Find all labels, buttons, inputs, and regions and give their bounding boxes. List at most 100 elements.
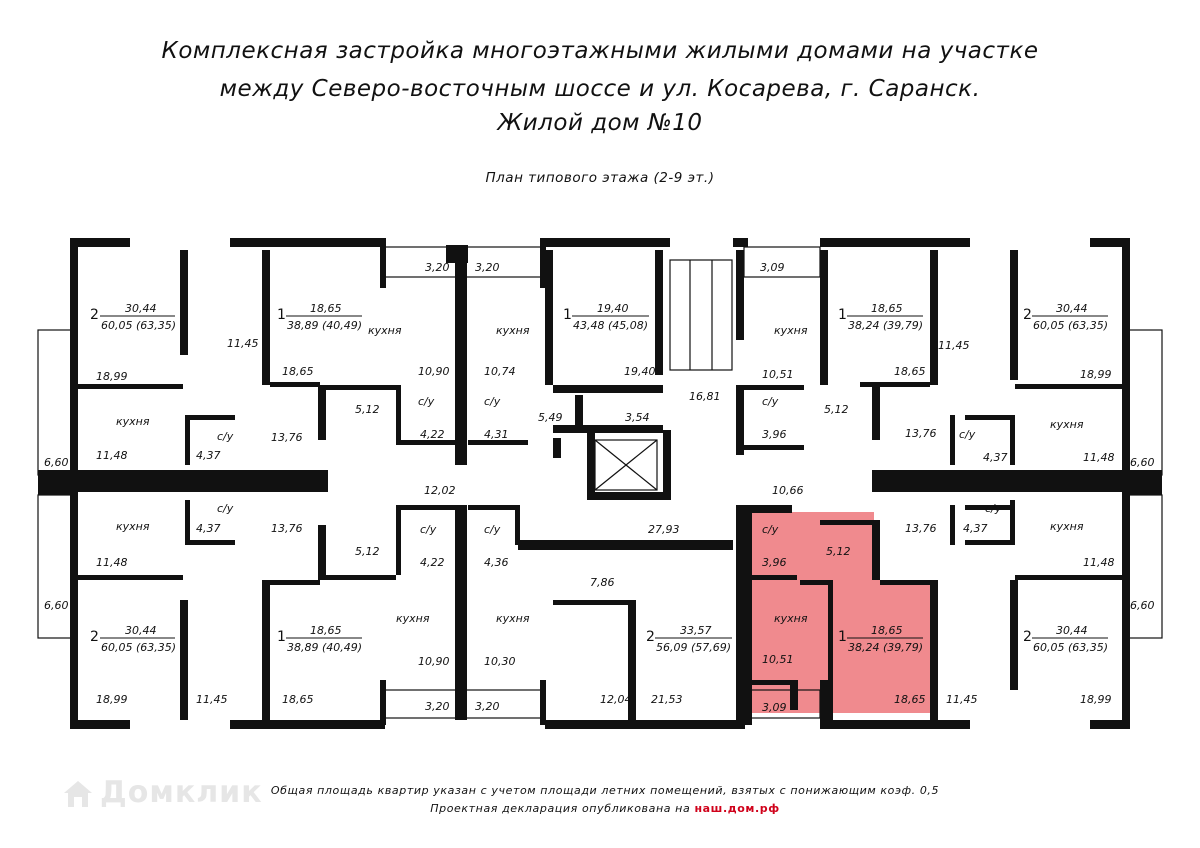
svg-text:3,96: 3,96 (762, 428, 787, 441)
kitchen-label: кухня (496, 324, 530, 337)
svg-text:3,20: 3,20 (475, 261, 500, 274)
svg-text:11,45: 11,45 (938, 339, 970, 352)
svg-text:19,40: 19,40 (624, 365, 656, 378)
kitchen-label: кухня (496, 612, 530, 625)
svg-text:2: 2 (1023, 629, 1032, 645)
footer-note: Общая площадь квартир указан с учетом пл… (270, 784, 940, 797)
svg-text:10,51: 10,51 (762, 653, 794, 666)
svg-text:11,48: 11,48 (96, 556, 128, 569)
bath-label: с/у (762, 523, 779, 536)
apartment-a6: 2 30,44 60,05 (63,35) (90, 624, 176, 654)
svg-text:33,57: 33,57 (680, 624, 712, 637)
svg-text:7,86: 7,86 (590, 576, 615, 589)
svg-text:1: 1 (563, 307, 572, 323)
svg-text:30,44: 30,44 (125, 302, 157, 315)
svg-text:2: 2 (646, 629, 655, 645)
svg-text:1: 1 (277, 307, 286, 323)
apartment-a5: 2 30,44 60,05 (63,35) (1023, 302, 1108, 332)
svg-text:10,51: 10,51 (762, 368, 794, 381)
apartment-a3: 1 19,40 43,48 (45,08) (563, 302, 649, 332)
bath-label: с/у (762, 395, 779, 408)
svg-text:12,02: 12,02 (424, 484, 456, 497)
svg-text:56,09 (57,69): 56,09 (57,69) (656, 641, 731, 654)
svg-text:10,74: 10,74 (484, 365, 516, 378)
kitchen-label: кухня (396, 612, 430, 625)
svg-text:2: 2 (90, 629, 99, 645)
apartment-a1: 2 30,44 60,05 (63,35) (90, 302, 176, 332)
svg-text:5,12: 5,12 (824, 403, 849, 416)
domclick-watermark: Домклик (62, 775, 263, 810)
svg-text:18,65: 18,65 (894, 693, 926, 706)
svg-text:5,12: 5,12 (355, 403, 380, 416)
bath-label: с/у (985, 502, 1002, 515)
svg-text:11,45: 11,45 (227, 337, 259, 350)
svg-text:21,53: 21,53 (651, 693, 683, 706)
title-line-3: Жилой дом №10 (497, 110, 703, 136)
svg-text:1: 1 (277, 629, 286, 645)
bath-label: с/у (217, 502, 234, 515)
svg-text:11,48: 11,48 (1083, 451, 1115, 464)
bath-label: с/у (959, 428, 976, 441)
room-type-labels: кухня кухня кухня кухня кухня кухня кухн… (116, 324, 1084, 625)
bath-label: с/у (418, 395, 435, 408)
svg-text:10,66: 10,66 (772, 484, 804, 497)
svg-text:3,09: 3,09 (762, 701, 787, 714)
svg-text:18,65: 18,65 (871, 624, 903, 637)
svg-text:5,12: 5,12 (826, 545, 851, 558)
svg-text:11,45: 11,45 (946, 693, 978, 706)
kitchen-label: кухня (774, 612, 808, 625)
declaration-link[interactable]: наш.дом.рф (694, 802, 780, 815)
svg-text:3,54: 3,54 (625, 411, 650, 424)
apartment-a7: 1 18,65 38,89 (40,49) (277, 624, 362, 654)
svg-text:30,44: 30,44 (1056, 624, 1088, 637)
bath-label: с/у (420, 523, 437, 536)
svg-text:3,20: 3,20 (475, 700, 500, 713)
svg-text:3,09: 3,09 (760, 261, 785, 274)
walls (38, 238, 1162, 729)
apartment-a4: 1 18,65 38,24 (39,79) (838, 302, 923, 332)
svg-text:18,99: 18,99 (96, 693, 128, 706)
svg-text:60,05 (63,35): 60,05 (63,35) (101, 641, 176, 654)
svg-text:18,65: 18,65 (282, 693, 314, 706)
svg-text:6,60: 6,60 (44, 599, 69, 612)
plan-subtitle: План типового этажа (2-9 эт.) (485, 170, 715, 186)
kitchen-label: кухня (1050, 418, 1084, 431)
svg-text:18,65: 18,65 (282, 365, 314, 378)
svg-text:3,20: 3,20 (425, 700, 450, 713)
svg-text:18,65: 18,65 (894, 365, 926, 378)
watermark-text: Домклик (100, 775, 263, 810)
house-logo-icon (62, 779, 94, 809)
svg-text:6,60: 6,60 (44, 456, 69, 469)
apartment-a2: 1 18,65 38,89 (40,49) (277, 302, 362, 332)
svg-text:11,48: 11,48 (96, 449, 128, 462)
svg-text:27,93: 27,93 (648, 523, 680, 536)
svg-text:4,37: 4,37 (196, 522, 221, 535)
svg-text:18,65: 18,65 (871, 302, 903, 315)
bath-label: с/у (484, 523, 501, 536)
kitchen-label: кухня (1050, 520, 1084, 533)
svg-text:1: 1 (838, 629, 847, 645)
svg-text:10,90: 10,90 (418, 655, 450, 668)
svg-text:19,40: 19,40 (597, 302, 629, 315)
svg-text:11,48: 11,48 (1083, 556, 1115, 569)
svg-text:11,45: 11,45 (196, 693, 228, 706)
svg-text:18,65: 18,65 (310, 302, 342, 315)
svg-text:4,22: 4,22 (420, 556, 445, 569)
room-area-labels: 18,99 11,45 11,48 4,37 13,76 6,60 18,65 … (44, 261, 1155, 714)
title-line-1: Комплексная застройка многоэтажными жилы… (161, 38, 1039, 64)
svg-text:13,76: 13,76 (905, 427, 937, 440)
svg-text:4,36: 4,36 (484, 556, 509, 569)
svg-text:16,81: 16,81 (689, 390, 721, 403)
svg-text:4,22: 4,22 (420, 428, 445, 441)
svg-text:2: 2 (90, 307, 99, 323)
footer-declaration: Проектная декларация опубликована на наш… (0, 802, 1200, 815)
svg-text:38,89 (40,49): 38,89 (40,49) (287, 319, 362, 332)
kitchen-label: кухня (774, 324, 808, 337)
svg-text:18,99: 18,99 (1080, 693, 1112, 706)
svg-text:13,76: 13,76 (271, 522, 303, 535)
svg-text:10,30: 10,30 (484, 655, 516, 668)
svg-text:38,24 (39,79): 38,24 (39,79) (848, 319, 923, 332)
svg-text:10,90: 10,90 (418, 365, 450, 378)
svg-text:2: 2 (1023, 307, 1032, 323)
